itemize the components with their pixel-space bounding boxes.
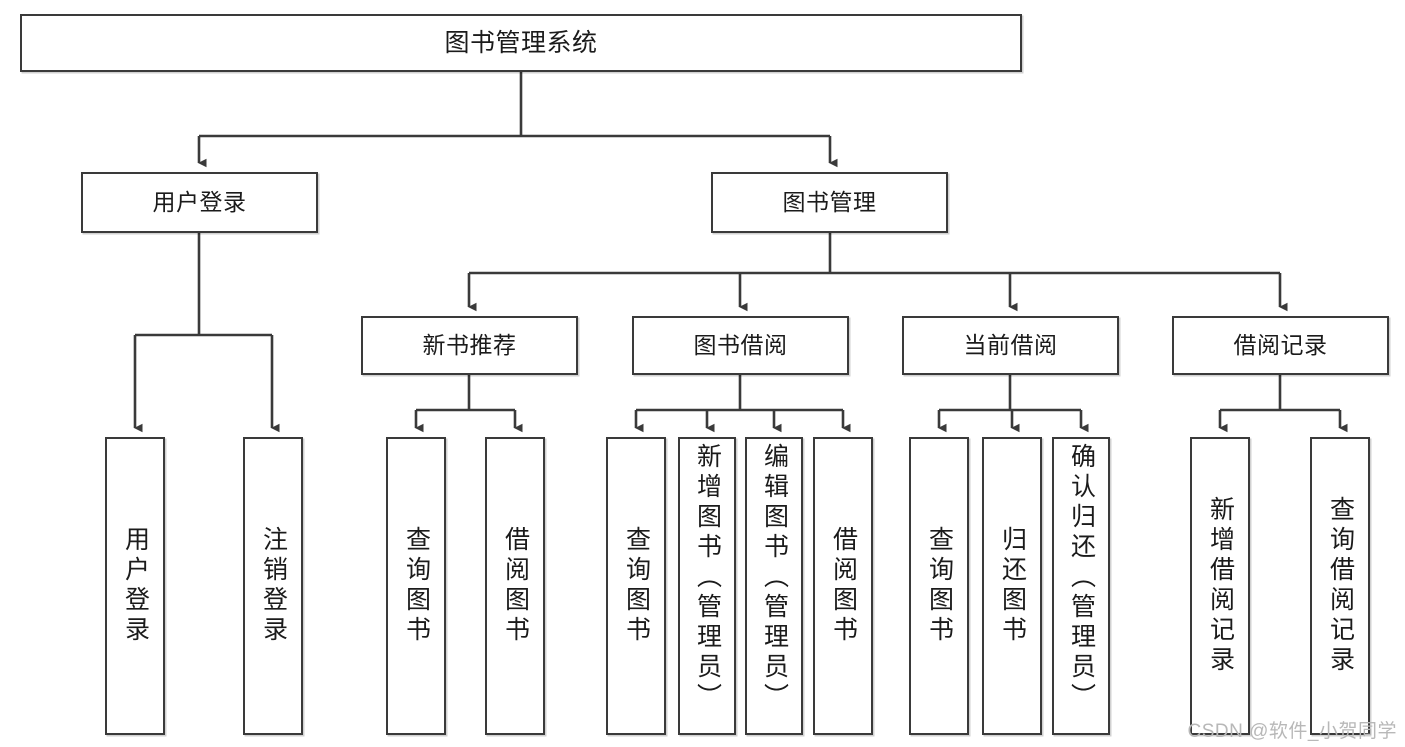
node-current-borrow-label: 当前借阅 — [963, 331, 1058, 358]
node-leaf-add-book[interactable]: 新增图书（管理员） — [678, 437, 736, 735]
node-leaf-user-login-label: 用户登录 — [121, 526, 150, 646]
node-root-label: 图书管理系统 — [444, 29, 598, 57]
node-leaf-edit-book[interactable]: 编辑图书（管理员） — [745, 437, 803, 735]
node-leaf-borrow-book-2-label: 借阅图书 — [829, 526, 858, 646]
node-root[interactable]: 图书管理系统 — [20, 14, 1022, 72]
node-user-login-label: 用户登录 — [152, 188, 247, 215]
node-leaf-query-book-1[interactable]: 查询图书 — [386, 437, 446, 735]
node-leaf-query-book-3-label: 查询图书 — [925, 526, 954, 646]
node-book-manage[interactable]: 图书管理 — [711, 172, 948, 233]
node-leaf-query-book-2[interactable]: 查询图书 — [606, 437, 666, 735]
node-leaf-add-book-label: 新增图书（管理员） — [693, 443, 722, 713]
node-leaf-user-logout[interactable]: 注销登录 — [243, 437, 303, 735]
node-new-book-recommend[interactable]: 新书推荐 — [361, 316, 578, 375]
node-leaf-borrow-book-1-label: 借阅图书 — [501, 526, 530, 646]
node-leaf-query-record[interactable]: 查询借阅记录 — [1310, 437, 1370, 735]
node-leaf-user-logout-label: 注销登录 — [259, 526, 288, 646]
node-leaf-return-book[interactable]: 归还图书 — [982, 437, 1042, 735]
node-new-book-recommend-label: 新书推荐 — [422, 331, 517, 358]
node-leaf-query-book-3[interactable]: 查询图书 — [909, 437, 969, 735]
node-book-manage-label: 图书管理 — [782, 188, 877, 215]
node-leaf-add-record[interactable]: 新增借阅记录 — [1190, 437, 1250, 735]
node-leaf-borrow-book-2[interactable]: 借阅图书 — [813, 437, 873, 735]
node-leaf-query-record-label: 查询借阅记录 — [1326, 496, 1355, 676]
node-borrow-record[interactable]: 借阅记录 — [1172, 316, 1389, 375]
node-book-borrow[interactable]: 图书借阅 — [632, 316, 849, 375]
node-leaf-confirm-return-label: 确认归还（管理员） — [1067, 443, 1096, 713]
node-leaf-confirm-return[interactable]: 确认归还（管理员） — [1052, 437, 1110, 735]
node-leaf-borrow-book-1[interactable]: 借阅图书 — [485, 437, 545, 735]
node-leaf-edit-book-label: 编辑图书（管理员） — [760, 443, 789, 713]
node-leaf-add-record-label: 新增借阅记录 — [1206, 496, 1235, 676]
node-current-borrow[interactable]: 当前借阅 — [902, 316, 1119, 375]
node-leaf-user-login[interactable]: 用户登录 — [105, 437, 165, 735]
node-user-login[interactable]: 用户登录 — [81, 172, 318, 233]
node-leaf-return-book-label: 归还图书 — [998, 526, 1027, 646]
node-borrow-record-label: 借阅记录 — [1233, 331, 1328, 358]
node-leaf-query-book-2-label: 查询图书 — [622, 526, 651, 646]
node-leaf-query-book-1-label: 查询图书 — [402, 526, 431, 646]
node-book-borrow-label: 图书借阅 — [693, 331, 788, 358]
